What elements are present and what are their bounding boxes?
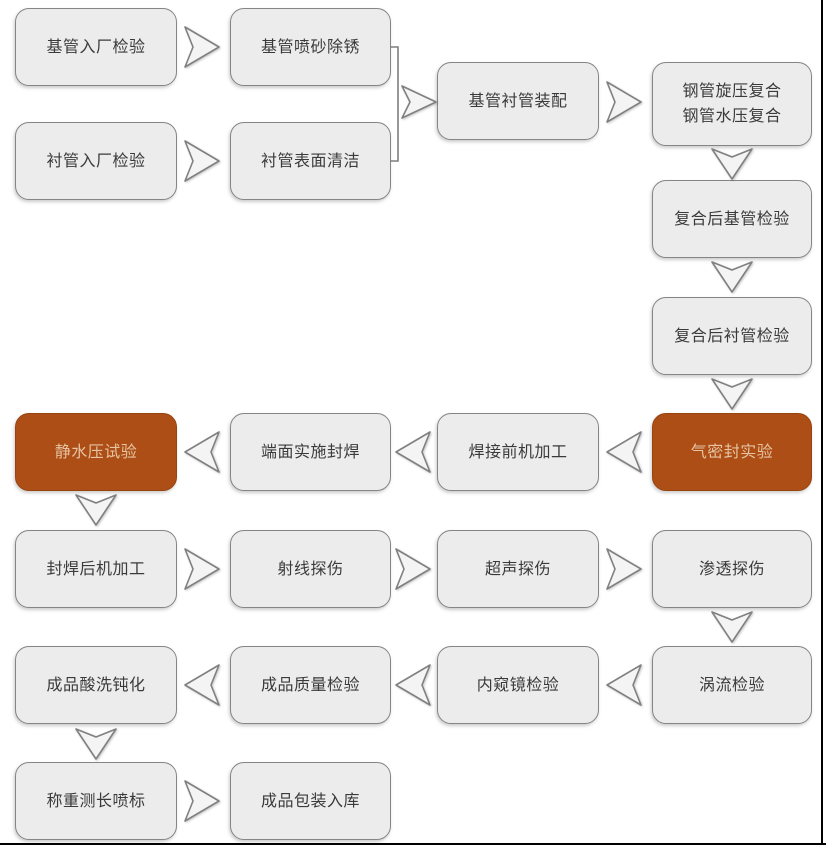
- node-weighing-measuring-marking: 称重测长喷标: [15, 762, 177, 840]
- node-pre-weld-machining: 焊接前机加工: [437, 413, 599, 491]
- node-ultrasonic-testing: 超声探伤: [437, 530, 599, 608]
- node-pipe-spin-and-hydraulic-compositing: 钢管旋压复合 钢管水压复合: [652, 62, 812, 146]
- node-base-liner-pipe-assembly: 基管衬管装配: [437, 62, 599, 140]
- page-frame-right-line: [821, 0, 823, 845]
- node-hydrostatic-test: 静水压试验: [15, 413, 177, 491]
- node-label-line2: 钢管水压复合: [682, 106, 782, 125]
- node-base-pipe-incoming-inspection: 基管入厂检验: [15, 8, 177, 86]
- node-penetrant-testing: 渗透探伤: [652, 530, 812, 608]
- node-liner-pipe-incoming-inspection: 衬管入厂检验: [15, 122, 177, 200]
- node-radiographic-testing: 射线探伤: [230, 530, 391, 608]
- node-label: 基管入厂检验: [46, 36, 146, 56]
- node-label: 衬管表面清洁: [260, 150, 360, 170]
- flow-arrow-right-icon: [401, 85, 437, 119]
- flow-arrow-left-icon: [184, 664, 220, 706]
- node-liner-pipe-surface-cleaning: 衬管表面清洁: [230, 122, 391, 200]
- node-label: 封焊后机加工: [46, 558, 146, 578]
- node-finished-product-quality-inspection: 成品质量检验: [230, 646, 391, 724]
- node-label: 渗透探伤: [698, 558, 765, 578]
- node-label: 复合后衬管检验: [674, 325, 790, 345]
- flow-arrow-right-icon: [184, 26, 220, 68]
- node-label: 成品质量检验: [260, 674, 360, 694]
- node-finished-product-packaging-warehousing: 成品包装入库: [230, 762, 391, 840]
- node-air-tightness-test: 气密封实验: [652, 413, 812, 491]
- flow-arrow-down-icon: [711, 611, 753, 643]
- node-label: 复合后基管检验: [674, 208, 790, 228]
- node-finished-product-pickling-passivation: 成品酸洗钝化: [15, 646, 177, 724]
- flow-arrow-right-icon: [184, 780, 220, 822]
- node-label-line1: 钢管旋压复合: [682, 81, 782, 101]
- node-label: 静水压试验: [54, 441, 138, 461]
- flow-arrow-right-icon: [606, 548, 642, 590]
- node-end-face-seal-welding: 端面实施封焊: [230, 413, 391, 491]
- node-label: 成品包装入库: [260, 790, 360, 810]
- flow-arrow-left-icon: [184, 431, 220, 473]
- node-label: 成品酸洗钝化: [46, 674, 146, 694]
- node-post-seal-weld-machining: 封焊后机加工: [15, 530, 177, 608]
- flow-arrow-right-icon: [184, 140, 220, 182]
- flow-arrow-left-icon: [606, 664, 642, 706]
- flow-arrow-down-icon: [711, 261, 753, 293]
- merge-bracket-connector: [390, 46, 399, 162]
- flow-arrow-right-icon: [395, 548, 431, 590]
- node-label: 涡流检验: [698, 674, 765, 694]
- node-post-composite-base-pipe-inspection: 复合后基管检验: [652, 180, 812, 258]
- flow-arrow-right-icon: [606, 81, 642, 123]
- flow-arrow-down-icon: [75, 728, 117, 760]
- node-endoscope-inspection: 内窥镜检验: [437, 646, 599, 724]
- flow-arrow-right-icon: [184, 548, 220, 590]
- node-label: 射线探伤: [277, 558, 344, 578]
- node-label: 内窥镜检验: [476, 674, 560, 694]
- node-eddy-current-inspection: 涡流检验: [652, 646, 812, 724]
- flow-arrow-left-icon: [606, 431, 642, 473]
- node-label: 超声探伤: [484, 558, 551, 578]
- node-label: 基管喷砂除锈: [260, 36, 360, 56]
- node-base-pipe-sandblast-derust: 基管喷砂除锈: [230, 8, 391, 86]
- node-label: 端面实施封焊: [260, 441, 360, 461]
- node-label: 气密封实验: [690, 441, 774, 461]
- flow-arrow-left-icon: [395, 431, 431, 473]
- node-label: 称重测长喷标: [46, 790, 146, 810]
- flow-arrow-left-icon: [395, 664, 431, 706]
- page-frame-bottom-line: [0, 843, 826, 845]
- node-label: 基管衬管装配: [468, 90, 568, 110]
- flow-arrow-down-icon: [711, 148, 753, 180]
- node-post-composite-liner-pipe-inspection: 复合后衬管检验: [652, 297, 812, 375]
- node-label: 衬管入厂检验: [46, 150, 146, 170]
- node-label: 焊接前机加工: [468, 441, 568, 461]
- flow-arrow-down-icon: [711, 378, 753, 410]
- flow-arrow-down-icon: [75, 494, 117, 526]
